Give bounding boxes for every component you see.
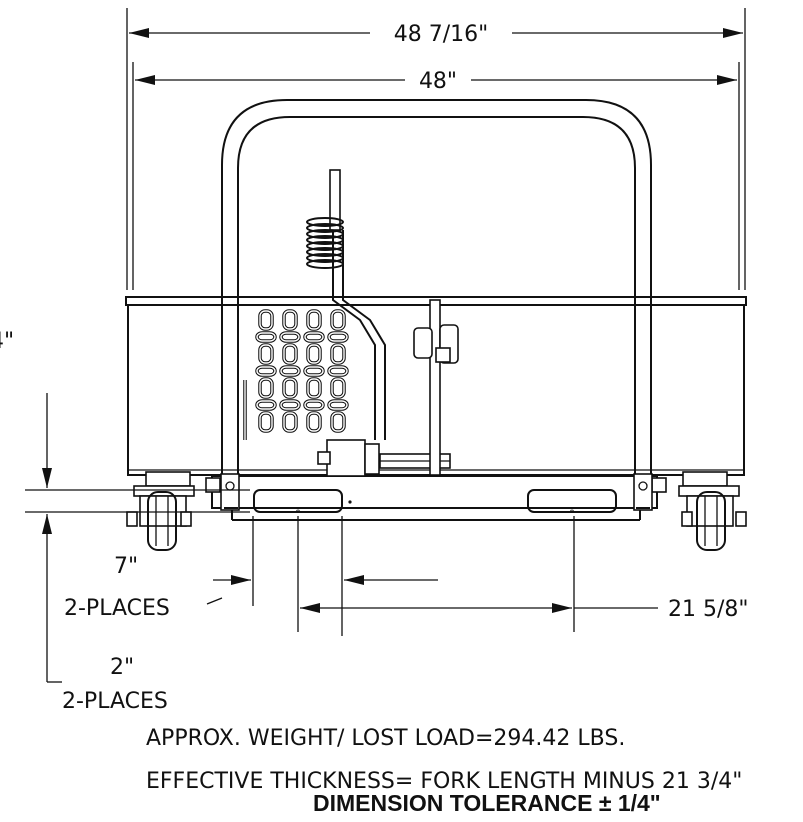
- dimension-inner-width: 48": [135, 69, 737, 94]
- dimension-inner-width-label: 48": [419, 69, 457, 94]
- chain-link: [303, 331, 325, 343]
- chain-link: [256, 332, 276, 342]
- latch-mechanism: [317, 299, 459, 477]
- chain-link: [280, 332, 300, 342]
- dimension-slot-width-label: 7": [114, 554, 138, 579]
- chain-link: [256, 366, 276, 376]
- chain-link: [306, 377, 322, 399]
- roll-bar: [220, 99, 653, 511]
- chain-link: [259, 378, 273, 398]
- chain-link: [330, 377, 346, 399]
- chain-link: [307, 310, 321, 330]
- dimension-slot-height-label: 2": [110, 655, 134, 680]
- chain-link: [283, 310, 297, 330]
- chain-link: [331, 378, 345, 398]
- chain-link: [283, 412, 297, 432]
- spring-coil-turn: [306, 223, 344, 233]
- extension-lines: [126, 8, 746, 290]
- release-lever: [306, 169, 386, 440]
- chain-link: [282, 343, 298, 365]
- chain-link: [306, 411, 322, 433]
- dimension-overall-width: 48 7/16": [129, 22, 743, 47]
- caster-right: [678, 471, 747, 551]
- base-frame: [205, 475, 667, 521]
- chain-link: [328, 366, 348, 376]
- chain-link: [259, 344, 273, 364]
- chain-link: [306, 343, 322, 365]
- chain-link: [307, 378, 321, 398]
- chain-link: [259, 310, 273, 330]
- dimension-slot-height: 2" 2-PLACES: [25, 393, 250, 714]
- chains: [255, 309, 349, 433]
- chain-link: [304, 332, 324, 342]
- spring-coil-turn: [306, 235, 344, 245]
- svg-text:*: *: [570, 508, 575, 519]
- chain-link: [307, 412, 321, 432]
- chain-link: [283, 378, 297, 398]
- chain-link: [259, 412, 273, 432]
- chain-link: [327, 399, 349, 411]
- chain-link: [330, 411, 346, 433]
- dimension-slot-spacing-label: 21 5/8": [668, 597, 749, 622]
- chain-link: [258, 309, 274, 331]
- dimension-slot-height-qty: 2-PLACES: [62, 689, 168, 714]
- fork-pocket-right: [527, 489, 617, 513]
- chain-link: [303, 399, 325, 411]
- chain-link: [331, 310, 345, 330]
- svg-text:*: *: [296, 508, 301, 519]
- chain-link: [279, 331, 301, 343]
- chain-link: [258, 377, 274, 399]
- chain-link: [282, 309, 298, 331]
- chain-link: [280, 366, 300, 376]
- chain-link: [327, 365, 349, 377]
- chain-link: [328, 332, 348, 342]
- chain-link: [256, 400, 276, 410]
- note-weight: APPROX. WEIGHT/ LOST LOAD=294.42 LBS.: [146, 726, 625, 751]
- dimension-left-partial-label: 4": [0, 329, 14, 354]
- chain-link: [255, 331, 277, 343]
- chain-link: [258, 343, 274, 365]
- spring-coil-turn: [306, 253, 344, 263]
- spring-coil-turn: [306, 259, 344, 269]
- chain-link: [258, 411, 274, 433]
- dimension-slot-spacing: 21 5/8": [297, 516, 749, 632]
- chain-link: [255, 399, 277, 411]
- drawing-notes: APPROX. WEIGHT/ LOST LOAD=294.42 LBS. EF…: [146, 726, 742, 816]
- spring-coil-turn: [306, 241, 344, 251]
- chain-link: [279, 399, 301, 411]
- chain-link: [304, 366, 324, 376]
- dimension-overall-width-label: 48 7/16": [394, 22, 489, 47]
- dimension-slot-width: 7" 2-PLACES: [64, 516, 438, 636]
- chain-link: [307, 344, 321, 364]
- chain-link: [328, 400, 348, 410]
- chain-link: [280, 400, 300, 410]
- chain-link: [331, 412, 345, 432]
- chain-link: [327, 331, 349, 343]
- chain-link: [330, 343, 346, 365]
- chain-link: [306, 309, 322, 331]
- dimension-slot-width-qty: 2-PLACES: [64, 596, 170, 621]
- chain-link: [282, 411, 298, 433]
- spring-coil: [306, 217, 344, 269]
- chain-link: [330, 309, 346, 331]
- spring-coil-turn: [306, 247, 344, 257]
- note-tolerance: DIMENSION TOLERANCE ± 1/4": [313, 790, 661, 816]
- caster-left: [126, 471, 195, 551]
- note-thickness: EFFECTIVE THICKNESS= FORK LENGTH MINUS 2…: [146, 769, 742, 794]
- chain-link: [283, 344, 297, 364]
- spring-coil-turn: [306, 229, 344, 239]
- chain-link: [279, 365, 301, 377]
- chain-link: [255, 365, 277, 377]
- chain-link: [303, 365, 325, 377]
- fork-pocket-left: [253, 489, 343, 513]
- fork-pockets: * *: [253, 489, 617, 519]
- spring-coil-turn: [306, 217, 344, 227]
- chain-link: [304, 400, 324, 410]
- chain-link: [331, 344, 345, 364]
- chain-link: [282, 377, 298, 399]
